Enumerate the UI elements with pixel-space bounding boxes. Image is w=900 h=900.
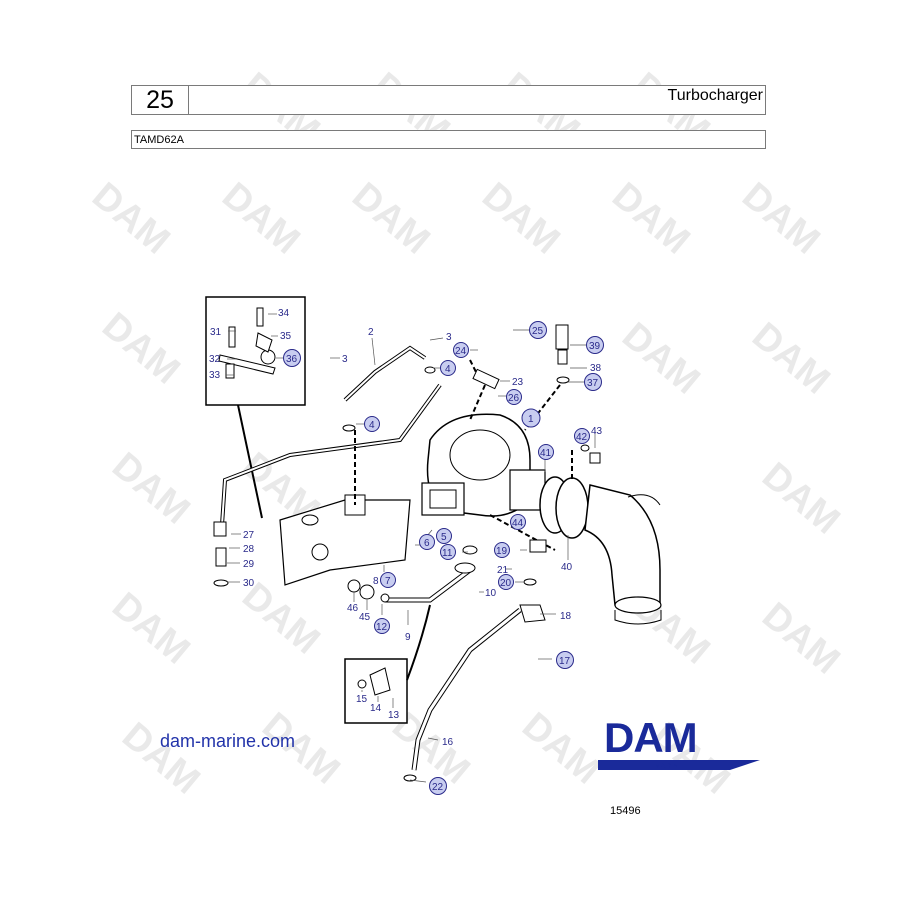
watermark-text: DAM (104, 585, 197, 673)
watermark-text: DAM (104, 445, 197, 533)
inset-leader-line (237, 404, 263, 519)
callout-33: 33 (209, 370, 221, 381)
inset-leader-line (406, 604, 431, 681)
watermark-text: DAM (114, 715, 207, 803)
callout-23: 23 (512, 377, 524, 388)
callout-22: 22 (432, 782, 444, 793)
callout-30: 30 (243, 578, 255, 589)
callout-31: 31 (210, 327, 222, 338)
assembly-guide-lines (354, 359, 573, 551)
callout-9: 9 (405, 632, 411, 643)
logo-stripe (598, 760, 760, 770)
watermark-text: DAM (474, 175, 567, 263)
callout-10: 10 (485, 588, 497, 599)
watermark-text: DAM (214, 175, 307, 263)
page-number: 25 (132, 86, 189, 114)
callout-44: 44 (512, 518, 524, 529)
watermark-text: DAM (754, 455, 847, 543)
callout-40: 40 (561, 562, 573, 573)
watermark-text: DAM (514, 705, 607, 793)
watermark-text: DAM (744, 315, 837, 403)
brand-logo-subtitle: MARINE (655, 763, 683, 770)
callout-8: 8 (373, 576, 379, 587)
callout-2: 2 (368, 327, 374, 338)
callout-labels: 2 3 3 4 4 1 5 6 7 8 9 10 11 12 13 14 15 … (209, 308, 604, 795)
callout-4b: 4 (369, 420, 375, 431)
watermark-text: DAM (84, 175, 177, 263)
elbow-hose (584, 484, 661, 606)
callout-12: 12 (376, 622, 388, 633)
watermark-text: DAM (754, 595, 847, 683)
oil-pipe (343, 345, 427, 402)
callout-35: 35 (280, 331, 292, 342)
callout-26: 26 (508, 393, 520, 404)
callout-32: 32 (209, 354, 221, 365)
watermark-text: DAM (614, 315, 707, 403)
callout-39: 39 (589, 341, 601, 352)
callout-43: 43 (591, 426, 603, 437)
callout-4a: 4 (445, 364, 451, 375)
callout-11: 11 (442, 548, 453, 559)
callout-41: 41 (540, 448, 552, 459)
callout-7: 7 (385, 576, 391, 587)
watermark-text: DAM (734, 175, 827, 263)
watermark-text: DAM (94, 305, 187, 393)
callout-3b: 3 (342, 354, 348, 365)
callout-36: 36 (286, 354, 298, 365)
inset-top-parts (218, 307, 276, 379)
callout-17: 17 (559, 656, 571, 667)
callout-14: 14 (370, 703, 382, 714)
model-bar: TAMD62A (131, 130, 766, 149)
callout-37: 37 (587, 378, 599, 389)
watermark-text: DAM (604, 175, 697, 263)
brand-logo: DAM (604, 714, 698, 761)
callout-18: 18 (560, 611, 572, 622)
callout-21: 21 (497, 565, 509, 576)
callout-38: 38 (590, 363, 602, 374)
callout-6: 6 (424, 538, 430, 549)
callout-leaders (226, 313, 596, 783)
callout-24: 24 (455, 346, 467, 357)
callout-46: 46 (347, 603, 359, 614)
website-link[interactable]: dam-marine.com (160, 731, 296, 751)
callout-34: 34 (278, 308, 290, 319)
fittings (213, 324, 601, 782)
callout-27: 27 (243, 530, 255, 541)
header-bar: 25 Turbocharger (131, 85, 766, 115)
callout-3a: 3 (446, 332, 452, 343)
callout-5: 5 (441, 532, 447, 543)
water-pipe (385, 568, 472, 603)
callout-1: 1 (528, 414, 534, 425)
model-name: TAMD62A (134, 134, 184, 146)
page-title: Turbocharger (667, 87, 763, 104)
callout-16: 16 (442, 737, 454, 748)
callout-45: 45 (359, 612, 371, 623)
callout-42: 42 (576, 432, 588, 443)
figure-number: 15496 (610, 805, 641, 817)
callout-19: 19 (496, 546, 508, 557)
callout-15: 15 (356, 694, 368, 705)
callout-13: 13 (388, 710, 400, 721)
watermark-text: DAM (344, 175, 437, 263)
callout-20: 20 (500, 578, 512, 589)
callout-25: 25 (532, 326, 544, 337)
callout-29: 29 (243, 559, 255, 570)
callout-28: 28 (243, 544, 255, 555)
